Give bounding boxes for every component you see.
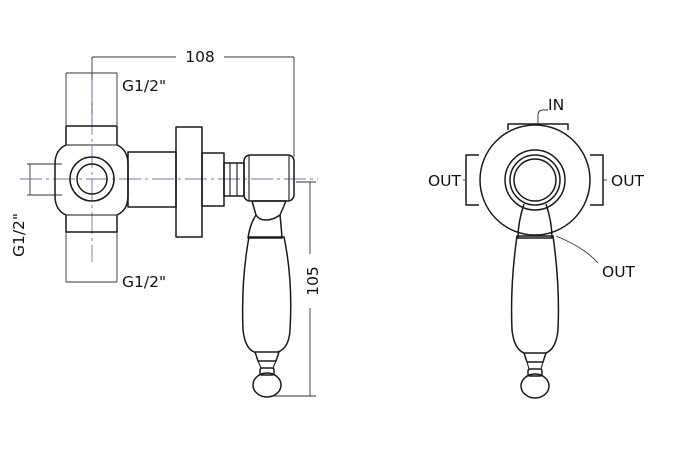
lever-handle-side: [241, 154, 295, 398]
thread-label-bottom: G1/2": [122, 273, 166, 291]
port-label-out-right: OUT: [611, 172, 645, 190]
thread-label-top: G1/2": [122, 77, 166, 95]
spindle-assembly: [127, 126, 245, 238]
lever-handle-front: [510, 203, 560, 399]
dimension-overall-length: 108: [185, 48, 215, 66]
side-centerlines: [20, 80, 318, 262]
front-view: IN OUT OUT OUT: [428, 96, 645, 399]
port-bosses: [465, 123, 604, 206]
dimension-handle-height: 105: [304, 266, 322, 296]
port-label-in: IN: [548, 96, 564, 114]
valve-body-front: [479, 124, 591, 236]
dimension-lines: [27, 56, 316, 397]
side-view: 108 G1/2" G1/2" G1/2" 105: [10, 48, 322, 398]
port-label-out-left: OUT: [428, 172, 462, 190]
valve-body: [54, 125, 129, 233]
port-label-out-bottom: OUT: [602, 263, 636, 281]
leader-lines: [463, 109, 607, 264]
thread-label-side: G1/2": [10, 213, 28, 257]
